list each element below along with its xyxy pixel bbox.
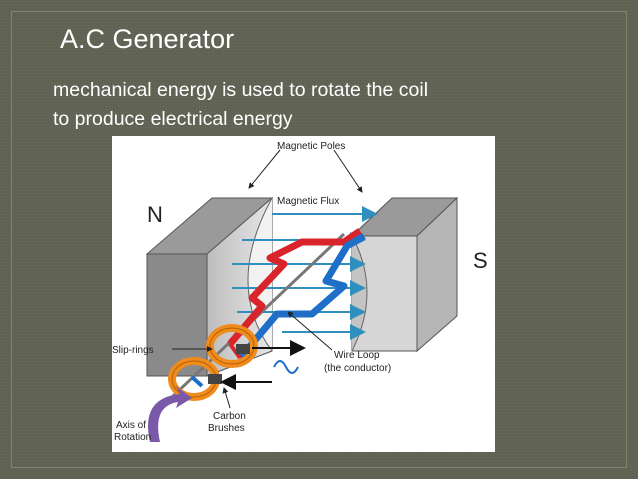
label-rotation: Rotation: [114, 432, 151, 443]
ac-generator-diagram: Magnetic Poles Magnetic Flux N S Slip-ri…: [112, 136, 495, 452]
carbon-brushes: [208, 340, 306, 390]
label-north: N: [147, 202, 163, 227]
label-axis-of: Axis of: [116, 420, 146, 431]
label-brushes: Brushes: [208, 423, 245, 434]
label-magnetic-poles: Magnetic Poles: [277, 141, 345, 152]
label-south: S: [473, 248, 488, 273]
rotation-arrow-icon: [148, 386, 192, 442]
leader-lines: [172, 149, 363, 409]
body-line-2: to produce electrical energy: [53, 108, 293, 130]
slide-title: A.C Generator: [60, 24, 235, 54]
label-carbon: Carbon: [213, 411, 246, 422]
body-line-1: mechanical energy is used to rotate the …: [53, 79, 429, 101]
slide-body: mechanical energy is used to rotate the …: [53, 76, 593, 134]
diagram-svg: Magnetic Poles Magnetic Flux N S Slip-ri…: [112, 141, 488, 443]
label-conductor: (the conductor): [324, 363, 391, 374]
wire-loop: [227, 228, 366, 361]
label-wire-loop: Wire Loop: [334, 350, 380, 361]
label-magnetic-flux: Magnetic Flux: [277, 196, 339, 207]
slide-frame: [11, 11, 627, 468]
label-slip-rings: Slip-rings: [112, 345, 154, 356]
south-magnet: [350, 196, 459, 353]
